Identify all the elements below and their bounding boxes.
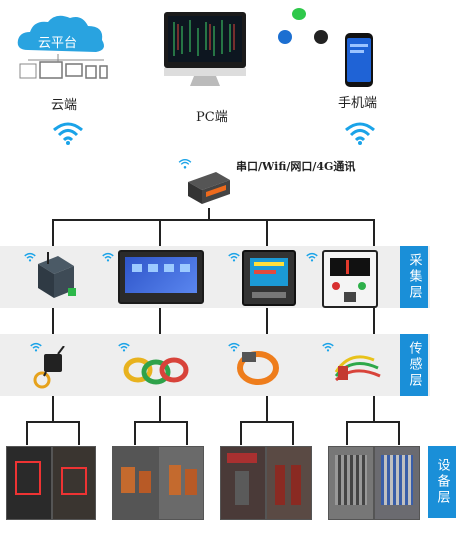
connector-line <box>266 219 268 249</box>
connector-line <box>26 421 28 445</box>
connector-line <box>373 396 375 422</box>
equipment-photo <box>220 446 266 520</box>
cloud-side-label: 云端 <box>51 98 78 113</box>
equipment-photo <box>52 446 96 520</box>
pc-side-label: PC端 <box>196 110 228 125</box>
wifi-icon <box>228 342 240 352</box>
flexible-coil-sensor-icon <box>237 351 279 385</box>
connector-line <box>159 219 161 249</box>
wifi-icon <box>345 122 375 145</box>
meter-display-device <box>242 250 296 306</box>
wechat-icon <box>292 8 306 20</box>
wifi-icon <box>228 252 240 262</box>
equipment-photo <box>158 446 204 520</box>
connector-line <box>186 421 188 445</box>
connector-line <box>78 421 80 445</box>
connector-line <box>398 421 400 445</box>
connector-line <box>52 308 54 336</box>
wifi-icon <box>53 122 83 145</box>
connector-line <box>266 396 268 422</box>
collect-layer-label: 采集层 <box>400 246 428 308</box>
equipment-photo <box>6 446 52 520</box>
wifi-icon <box>24 252 36 262</box>
app-icon <box>278 30 292 44</box>
voltage-clip-sensor-icon <box>334 355 381 382</box>
connector-line <box>346 421 400 423</box>
connector-line <box>240 421 242 445</box>
connector-line <box>208 208 210 220</box>
gateway-device-icon <box>188 172 230 204</box>
wifi-icon <box>102 252 114 262</box>
phone-icon <box>345 33 373 87</box>
dtu-module-icon <box>38 252 76 298</box>
connector-line <box>373 219 375 249</box>
switchgear-controller-device <box>322 250 378 308</box>
connector-line <box>52 219 375 221</box>
equipment-layer-label: 设备层 <box>428 446 456 518</box>
cloud-section: 云平台 云端 <box>8 10 118 120</box>
sensing-layer-label: 传感层 <box>400 334 428 396</box>
equipment-photo <box>328 446 374 520</box>
equipment-photo <box>266 446 312 520</box>
connector-line <box>240 421 294 423</box>
monitor-icon <box>164 12 246 86</box>
cloud-icon <box>17 15 108 79</box>
mobile-side-label: 手机端 <box>338 96 378 111</box>
wifi-icon <box>322 342 334 352</box>
comm-label: 串口/Wifi/网口/4G通讯 <box>236 160 356 173</box>
wifi-icon <box>30 342 42 352</box>
connector-line <box>266 308 268 336</box>
equipment-photo <box>374 446 420 520</box>
connector-line <box>292 421 294 445</box>
connector-line <box>26 421 80 423</box>
gateway-wifi-icon <box>178 159 192 169</box>
connector-line <box>52 396 54 422</box>
connector-line <box>346 421 348 445</box>
connector-line <box>52 219 54 249</box>
current-transformer-icon <box>123 357 189 385</box>
wifi-icon <box>306 252 318 262</box>
connector-line <box>134 421 188 423</box>
cloud-platform-label: 云平台 <box>38 36 78 51</box>
pc-section: PC端 <box>160 10 250 125</box>
miniprogram-icon <box>314 30 328 44</box>
connector-line <box>159 308 161 336</box>
equipment-photo <box>112 446 158 520</box>
temperature-sensor-icon <box>33 346 65 389</box>
connector-line <box>373 308 375 336</box>
connector-line <box>134 421 136 445</box>
connector-line <box>159 396 161 422</box>
mobile-section: 手机端 <box>270 6 400 116</box>
hmi-touchscreen-device <box>118 250 204 304</box>
wifi-icon <box>118 342 130 352</box>
